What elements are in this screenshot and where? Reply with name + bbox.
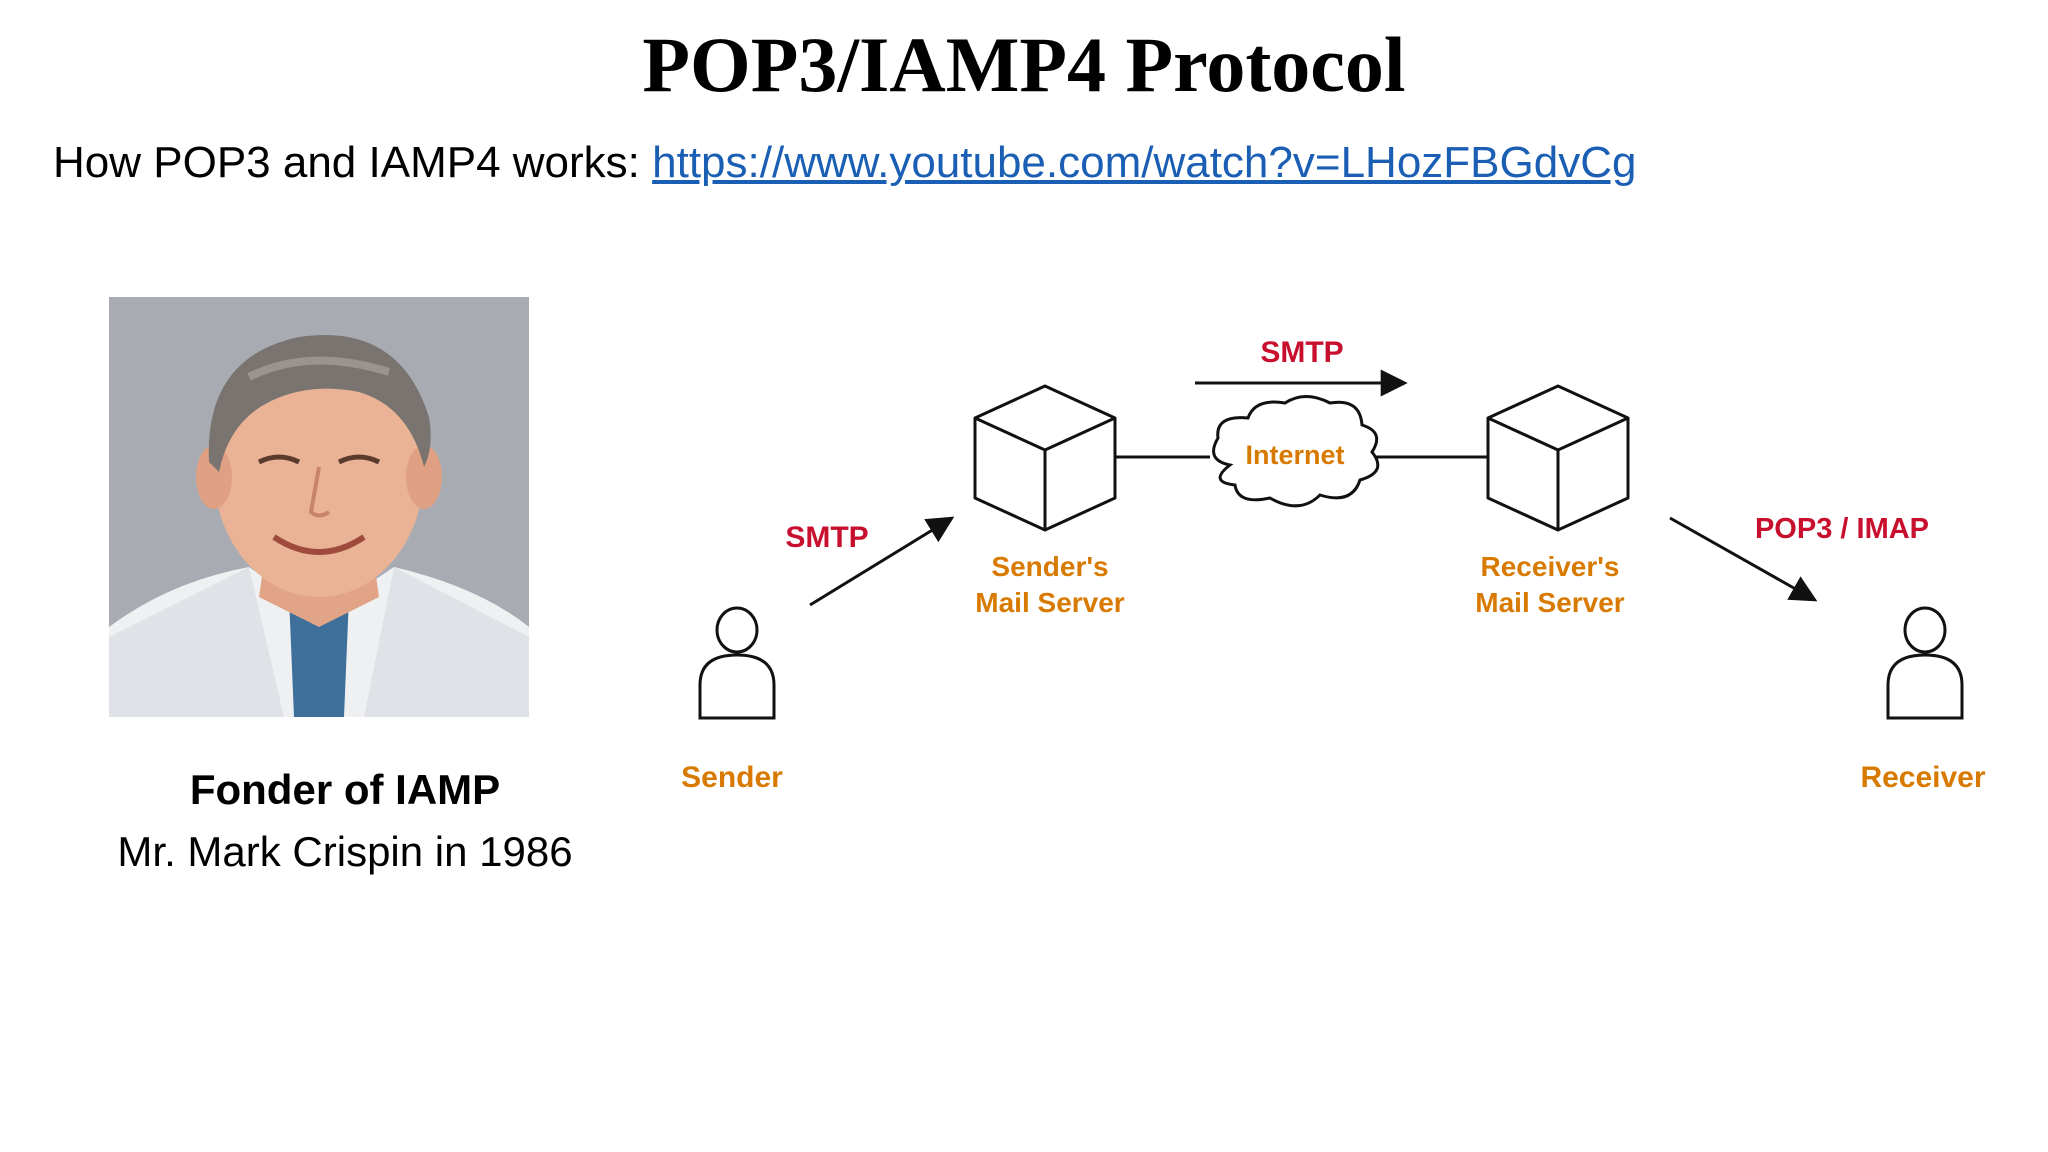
- subtitle-text: How POP3 and IAMP4 works:: [53, 138, 653, 187]
- portrait-photo: [109, 297, 529, 717]
- receiver-mail-server-icon: [1486, 384, 1630, 532]
- pop3-imap-label: POP3 / IMAP: [1755, 513, 1929, 545]
- pop3-imap-arrow: [1669, 516, 1818, 602]
- sender-server-label-line2: Mail Server: [975, 587, 1125, 618]
- email-flow-diagram: Internet SMTP SMTP POP3 / IMAP Sender's …: [681, 336, 1986, 794]
- photo-caption-title: Fonder of IAMP: [189, 766, 501, 813]
- youtube-link[interactable]: https://www.youtube.com/watch?v=LHozFBGd…: [652, 138, 1637, 187]
- photo-caption: Mr. Mark Crispin in 1986: [117, 828, 573, 875]
- sender-label: Sender: [681, 761, 783, 794]
- smtp-left-label: SMTP: [785, 521, 868, 554]
- subtitle: How POP3 and IAMP4 works: https://www.yo…: [53, 138, 1636, 188]
- receiver-label: Receiver: [1860, 761, 1985, 794]
- portrait-illustration: [109, 297, 529, 717]
- sender-person-icon: [698, 606, 776, 720]
- slide-title: POP3/IAMP4 Protocol: [642, 21, 1406, 108]
- receiver-person-icon: [1886, 606, 1964, 720]
- internet-cloud-icon: [1212, 395, 1380, 508]
- receiver-server-label-line1: Receiver's: [1481, 551, 1620, 582]
- smtp-left-arrow: [809, 516, 955, 607]
- sender-mail-server-icon: [973, 384, 1117, 532]
- internet-label: Internet: [1245, 440, 1344, 470]
- receiver-server-label-line2: Mail Server: [1475, 587, 1625, 618]
- smtp-top-label: SMTP: [1260, 336, 1343, 369]
- sender-server-label-line1: Sender's: [991, 551, 1108, 582]
